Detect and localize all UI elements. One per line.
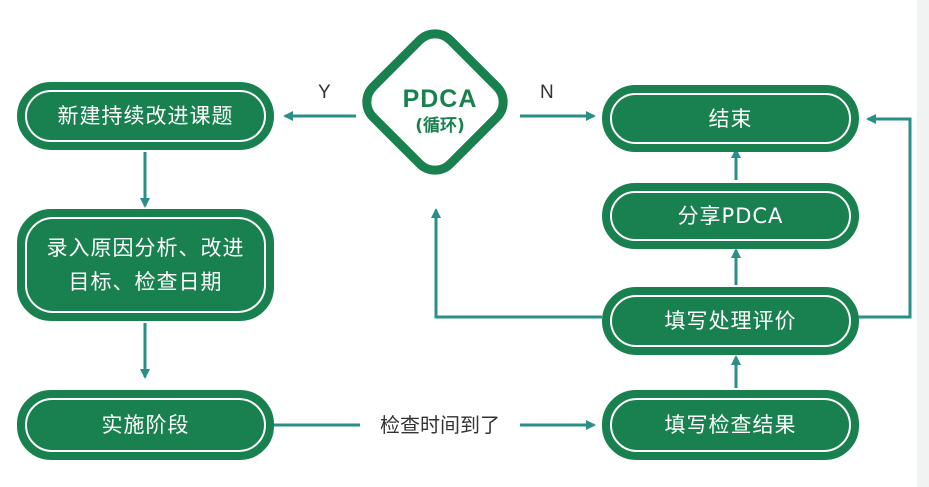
right-edge-strip: [917, 0, 929, 487]
edge-label-time-up: 检查时间到了: [360, 408, 520, 442]
node-implement-label: 实施阶段: [25, 398, 266, 452]
arrow-fill-evaluation-to-end: [858, 114, 912, 319]
node-record-analysis-label: 录入原因分析、改进 目标、检查日期: [25, 217, 266, 313]
node-implement[interactable]: 实施阶段: [17, 390, 274, 460]
node-fill-result-label: 填写检查结果: [610, 398, 851, 452]
pdca-subtitle: (循环): [415, 116, 465, 136]
node-record-analysis[interactable]: 录入原因分析、改进 目标、检查日期: [17, 209, 274, 321]
branch-label-yes: Y: [318, 82, 331, 103]
node-end-label: 结束: [610, 93, 851, 144]
branch-label-no: N: [540, 82, 554, 103]
node-fill-evaluation-label: 填写处理评价: [610, 295, 851, 347]
node-record-analysis-line2: 目标、检查日期: [68, 270, 223, 294]
node-end[interactable]: 结束: [602, 85, 859, 152]
node-share-pdca-label: 分享PDCA: [610, 191, 851, 241]
node-share-pdca[interactable]: 分享PDCA: [602, 183, 859, 249]
arrow-fill-evaluation-to-pdca: [431, 208, 602, 319]
pdca-title: PDCA: [402, 85, 478, 113]
node-new-topic-label: 新建持续改进课题: [25, 90, 266, 142]
node-fill-result[interactable]: 填写检查结果: [602, 390, 859, 460]
node-new-topic[interactable]: 新建持续改进课题: [17, 82, 274, 150]
pdca-decision-label: PDCA (循环): [370, 84, 510, 138]
node-record-analysis-line1: 录入原因分析、改进: [46, 236, 245, 260]
node-fill-evaluation[interactable]: 填写处理评价: [602, 287, 859, 355]
